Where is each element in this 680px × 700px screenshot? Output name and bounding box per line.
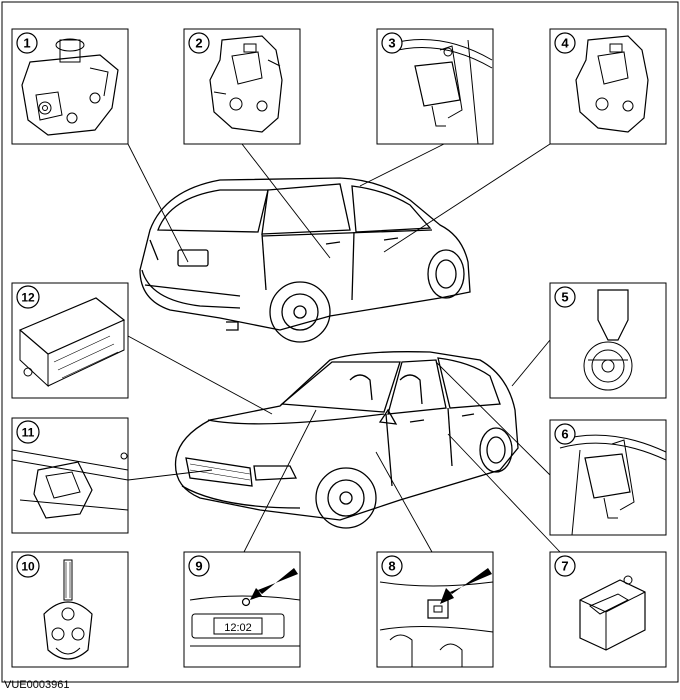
panel-3 xyxy=(376,28,494,145)
svg-text:9: 9 xyxy=(195,559,202,574)
callout-badge-8: 8 xyxy=(381,555,403,577)
svg-text:3: 3 xyxy=(388,36,395,51)
leader-9 xyxy=(243,409,317,553)
svg-text:4: 4 xyxy=(561,36,569,51)
reference-code: VUE0003961 xyxy=(4,679,70,691)
pointer-arrow-8 xyxy=(440,568,492,604)
car-front-view xyxy=(174,351,519,529)
panel-8 xyxy=(376,551,494,668)
callout-badge-6: 6 xyxy=(554,423,576,445)
svg-text:10: 10 xyxy=(21,560,35,574)
callout-badge-10: 10 xyxy=(16,554,40,578)
svg-text:12: 12 xyxy=(21,291,35,305)
leader-7 xyxy=(447,433,561,553)
leader-1 xyxy=(127,143,189,263)
svg-text:7: 7 xyxy=(561,559,568,574)
svg-text:8: 8 xyxy=(388,559,395,574)
leader-2 xyxy=(241,143,331,259)
leader-3 xyxy=(359,143,445,187)
leader-4 xyxy=(383,143,551,253)
callout-badge-12: 12 xyxy=(16,285,40,309)
panel-1 xyxy=(11,28,129,145)
panel-4 xyxy=(549,28,667,145)
svg-text:11: 11 xyxy=(22,426,35,440)
callout-badge-4: 4 xyxy=(554,32,576,54)
leader-lines xyxy=(127,143,561,553)
panel-11 xyxy=(11,417,129,534)
svg-text:6: 6 xyxy=(561,427,568,442)
callout-badge-11: 11 xyxy=(16,420,40,444)
svg-text:2: 2 xyxy=(195,36,202,51)
leader-11 xyxy=(127,469,213,481)
callout-badges: 1 2 3 4 5 6 7 8 9 10 11 12 xyxy=(16,32,576,578)
clock-readout: 12:02 xyxy=(224,622,252,634)
panel-7 xyxy=(549,551,667,668)
callout-badge-3: 3 xyxy=(381,32,403,54)
panel-9 xyxy=(183,551,301,668)
outer-frame xyxy=(1,1,679,683)
leader-12 xyxy=(127,335,273,415)
pointer-arrow-9 xyxy=(250,568,298,600)
leader-6 xyxy=(435,361,551,476)
leader-5 xyxy=(511,339,551,387)
callout-badge-7: 7 xyxy=(554,555,576,577)
panel-10 xyxy=(11,551,129,668)
leader-8 xyxy=(375,451,433,553)
callout-badge-9: 9 xyxy=(188,555,210,577)
callout-badge-1: 1 xyxy=(16,32,38,54)
panel-12 xyxy=(11,282,129,399)
car-rear-view xyxy=(139,177,471,343)
callout-badge-5: 5 xyxy=(554,286,576,308)
svg-text:5: 5 xyxy=(561,290,568,305)
svg-text:1: 1 xyxy=(23,36,30,51)
callout-badge-2: 2 xyxy=(188,32,210,54)
panel-6 xyxy=(549,419,667,536)
